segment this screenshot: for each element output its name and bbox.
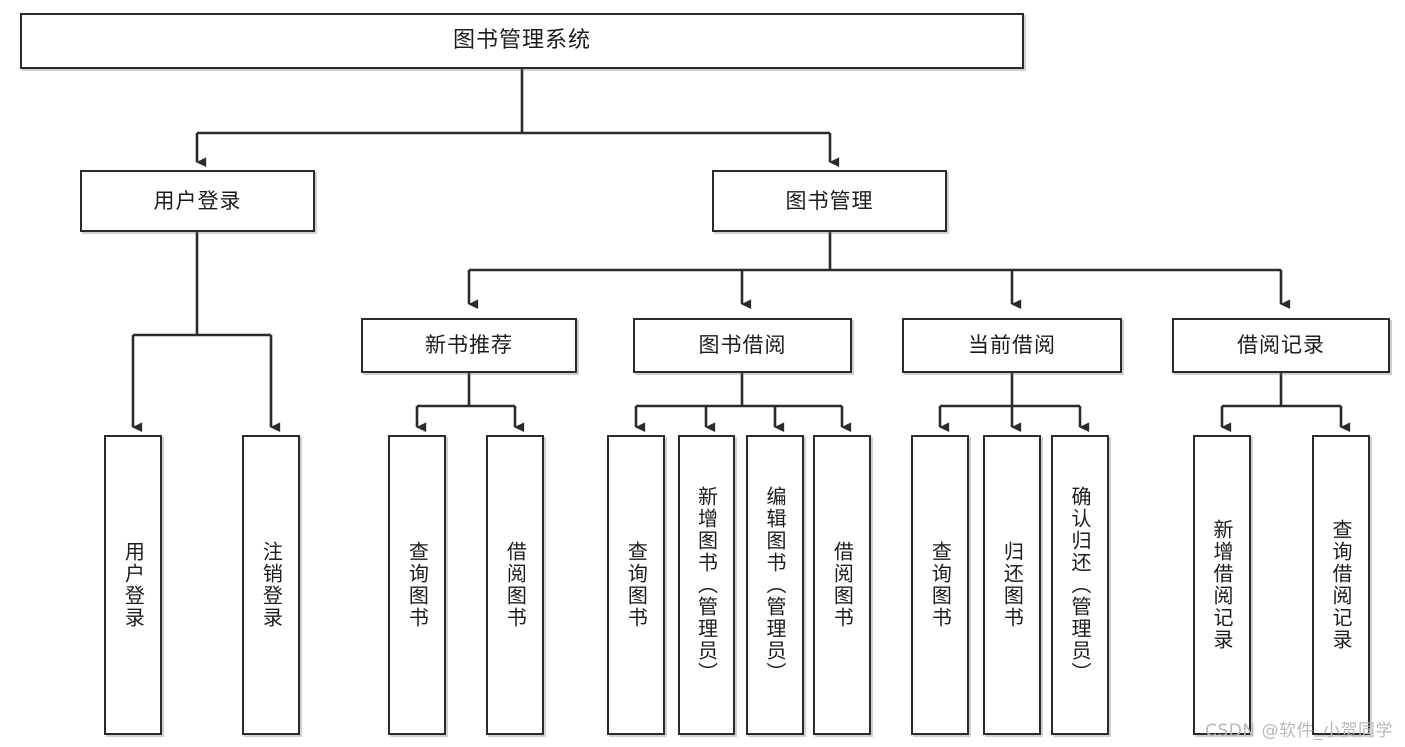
leaf-return-book[interactable]: 归还图书	[983, 435, 1041, 735]
leaf-label: 用户登录	[121, 541, 146, 629]
leaf-label: 注销登录	[259, 541, 284, 629]
leaf-label: 查询借阅记录	[1329, 519, 1353, 651]
leaf-logout-login[interactable]: 注销登录	[242, 435, 300, 735]
node-label: 借阅记录	[1237, 333, 1325, 358]
leaf-confirm-return[interactable]: 确认归还（管理员）	[1051, 435, 1109, 735]
leaf-query-book-borrow[interactable]: 查询图书	[607, 435, 665, 735]
leaf-borrow-book[interactable]: 借阅图书	[813, 435, 871, 735]
node-borrow-record[interactable]: 借阅记录	[1172, 318, 1390, 373]
leaf-edit-book[interactable]: 编辑图书（管理员）	[746, 435, 804, 735]
leaf-query-borrow-record[interactable]: 查询借阅记录	[1312, 435, 1370, 735]
node-label: 新书推荐	[425, 333, 513, 358]
leaf-label: 借阅图书	[830, 541, 855, 629]
leaf-label: 借阅图书	[503, 541, 528, 629]
node-user-login[interactable]: 用户登录	[80, 170, 315, 232]
node-book-manage[interactable]: 图书管理	[712, 170, 947, 232]
node-root-system[interactable]: 图书管理系统	[20, 13, 1024, 69]
node-current-borrow[interactable]: 当前借阅	[902, 318, 1122, 373]
leaf-label: 查询图书	[928, 541, 953, 629]
csdn-watermark: CSDN @软件_小贺同学	[1205, 721, 1393, 741]
node-label: 图书借阅	[698, 333, 787, 358]
leaf-query-book-recommend[interactable]: 查询图书	[388, 435, 446, 735]
leaf-label: 归还图书	[1000, 541, 1025, 629]
leaf-label: 新增图书（管理员）	[694, 486, 719, 684]
leaf-add-book[interactable]: 新增图书（管理员）	[678, 435, 735, 735]
leaf-borrow-book-recommend[interactable]: 借阅图书	[486, 435, 544, 735]
leaf-add-borrow-record[interactable]: 新增借阅记录	[1193, 435, 1251, 735]
leaf-label: 确认归还（管理员）	[1068, 486, 1092, 684]
node-label: 图书管理	[785, 188, 874, 213]
leaf-label: 编辑图书（管理员）	[763, 486, 787, 684]
leaf-user-login[interactable]: 用户登录	[104, 435, 162, 735]
node-label: 图书管理系统	[452, 28, 591, 54]
node-label: 用户登录	[153, 188, 242, 213]
node-label: 当前借阅	[968, 333, 1056, 358]
leaf-label: 新增借阅记录	[1210, 519, 1234, 651]
node-new-book-recommend[interactable]: 新书推荐	[361, 318, 577, 373]
leaf-label: 查询图书	[624, 541, 649, 629]
node-book-borrow[interactable]: 图书借阅	[633, 318, 852, 373]
leaf-query-book-current[interactable]: 查询图书	[911, 435, 969, 735]
leaf-label: 查询图书	[405, 541, 430, 629]
